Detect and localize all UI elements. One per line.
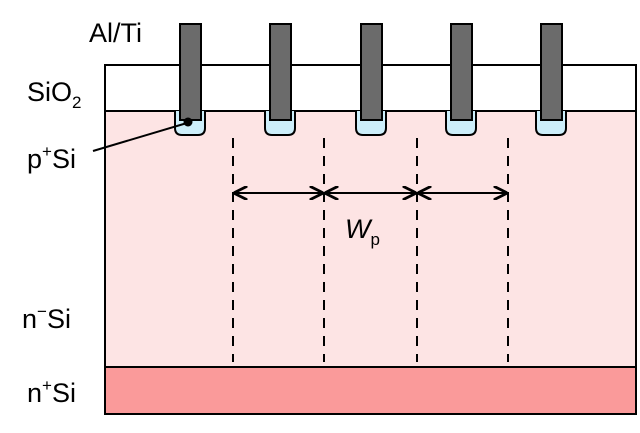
label-al-ti: Al/Ti — [89, 18, 142, 48]
p-plus-leader-line — [92, 122, 188, 152]
al-ti-contacts — [179, 23, 563, 121]
label-n-minus-si: n−Si — [22, 302, 71, 334]
label-sio2: SiO2 — [27, 77, 81, 112]
al-ti-contact — [450, 23, 473, 121]
label-n-plus-si: n+Si — [27, 376, 76, 408]
al-ti-contact — [540, 23, 563, 121]
label-wp: Wp — [345, 214, 380, 249]
al-ti-contact — [269, 23, 292, 121]
label-p-plus-si: p+Si — [27, 142, 76, 174]
n-minus-si-region — [104, 110, 637, 368]
pitch-boundaries — [232, 138, 509, 362]
al-ti-contact — [360, 23, 383, 121]
p-plus-leader-dot — [183, 117, 193, 127]
al-ti-contact — [179, 23, 202, 121]
n-plus-si-layer — [104, 366, 637, 415]
